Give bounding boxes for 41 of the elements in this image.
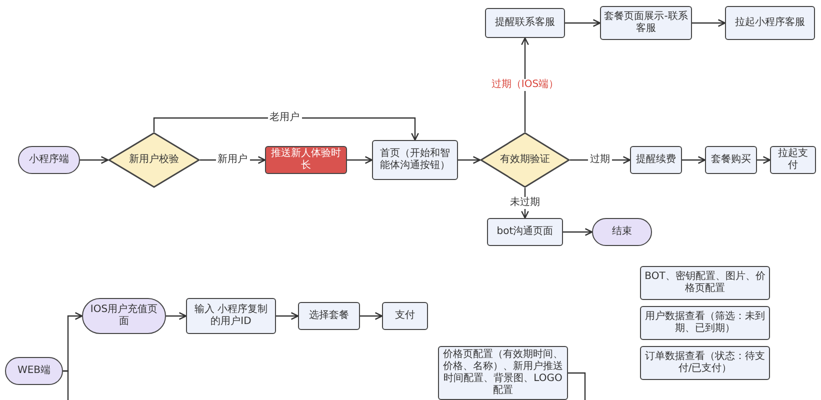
- highlight-box: 推送新人体验时长: [265, 146, 347, 174]
- process-box: bot沟通页面: [487, 218, 563, 246]
- edge-label: 过期: [588, 154, 612, 166]
- arrow: [347, 156, 373, 164]
- decision-diamond: 新用户校验: [108, 132, 200, 188]
- process-box: 输入 小程序复制的用户ID: [186, 298, 276, 334]
- arrow: [521, 37, 529, 132]
- arrow: [153, 117, 419, 141]
- process-box: 提醒续费: [630, 146, 682, 174]
- terminal-pill: WEB端: [5, 357, 63, 385]
- process-box: 价格页配置（有效期时间、价格、名称）、新用户推送时间配置、背景图、LOGO配置: [438, 346, 568, 400]
- decision-diamond: 有效期验证: [480, 132, 570, 188]
- arrow: [276, 312, 299, 320]
- connector-line: [63, 370, 69, 400]
- edge-label: 未过期: [508, 197, 542, 209]
- arrow: [682, 156, 706, 164]
- arrow: [360, 312, 383, 320]
- process-box: 用户数据查看（筛选：未到期、已到期）: [640, 306, 770, 340]
- edge-label: 新用户: [216, 154, 250, 166]
- arrow: [80, 156, 109, 164]
- process-box: 提醒联系客服: [485, 8, 565, 38]
- process-box: 订单数据查看（状态：待支付/已支付）: [640, 346, 770, 380]
- arrow: [563, 228, 593, 236]
- process-box: 套餐购买: [705, 146, 757, 174]
- terminal-pill: IOS用户充值页面: [82, 298, 166, 334]
- process-box: BOT、密钥配置、图片、价格页配置: [640, 266, 770, 300]
- arrow: [692, 19, 726, 27]
- edge-label: 老用户: [268, 112, 302, 124]
- process-box: 首页（开始和智能体沟通按钮）: [372, 140, 458, 180]
- process-box: 选择套餐: [298, 302, 360, 330]
- terminal-pill: 小程序端: [18, 146, 80, 174]
- arrow: [757, 156, 771, 164]
- connector-line: [568, 372, 586, 400]
- process-box: 套餐页面展示-联系客服: [600, 6, 692, 40]
- process-box: 支付: [382, 302, 428, 330]
- process-box: 拉起小程序客服: [725, 6, 815, 40]
- process-box: 拉起支付: [770, 146, 816, 174]
- terminal-pill: 结束: [592, 218, 652, 246]
- arrow: [166, 312, 187, 320]
- arrow: [458, 156, 481, 164]
- arrow: [565, 19, 601, 27]
